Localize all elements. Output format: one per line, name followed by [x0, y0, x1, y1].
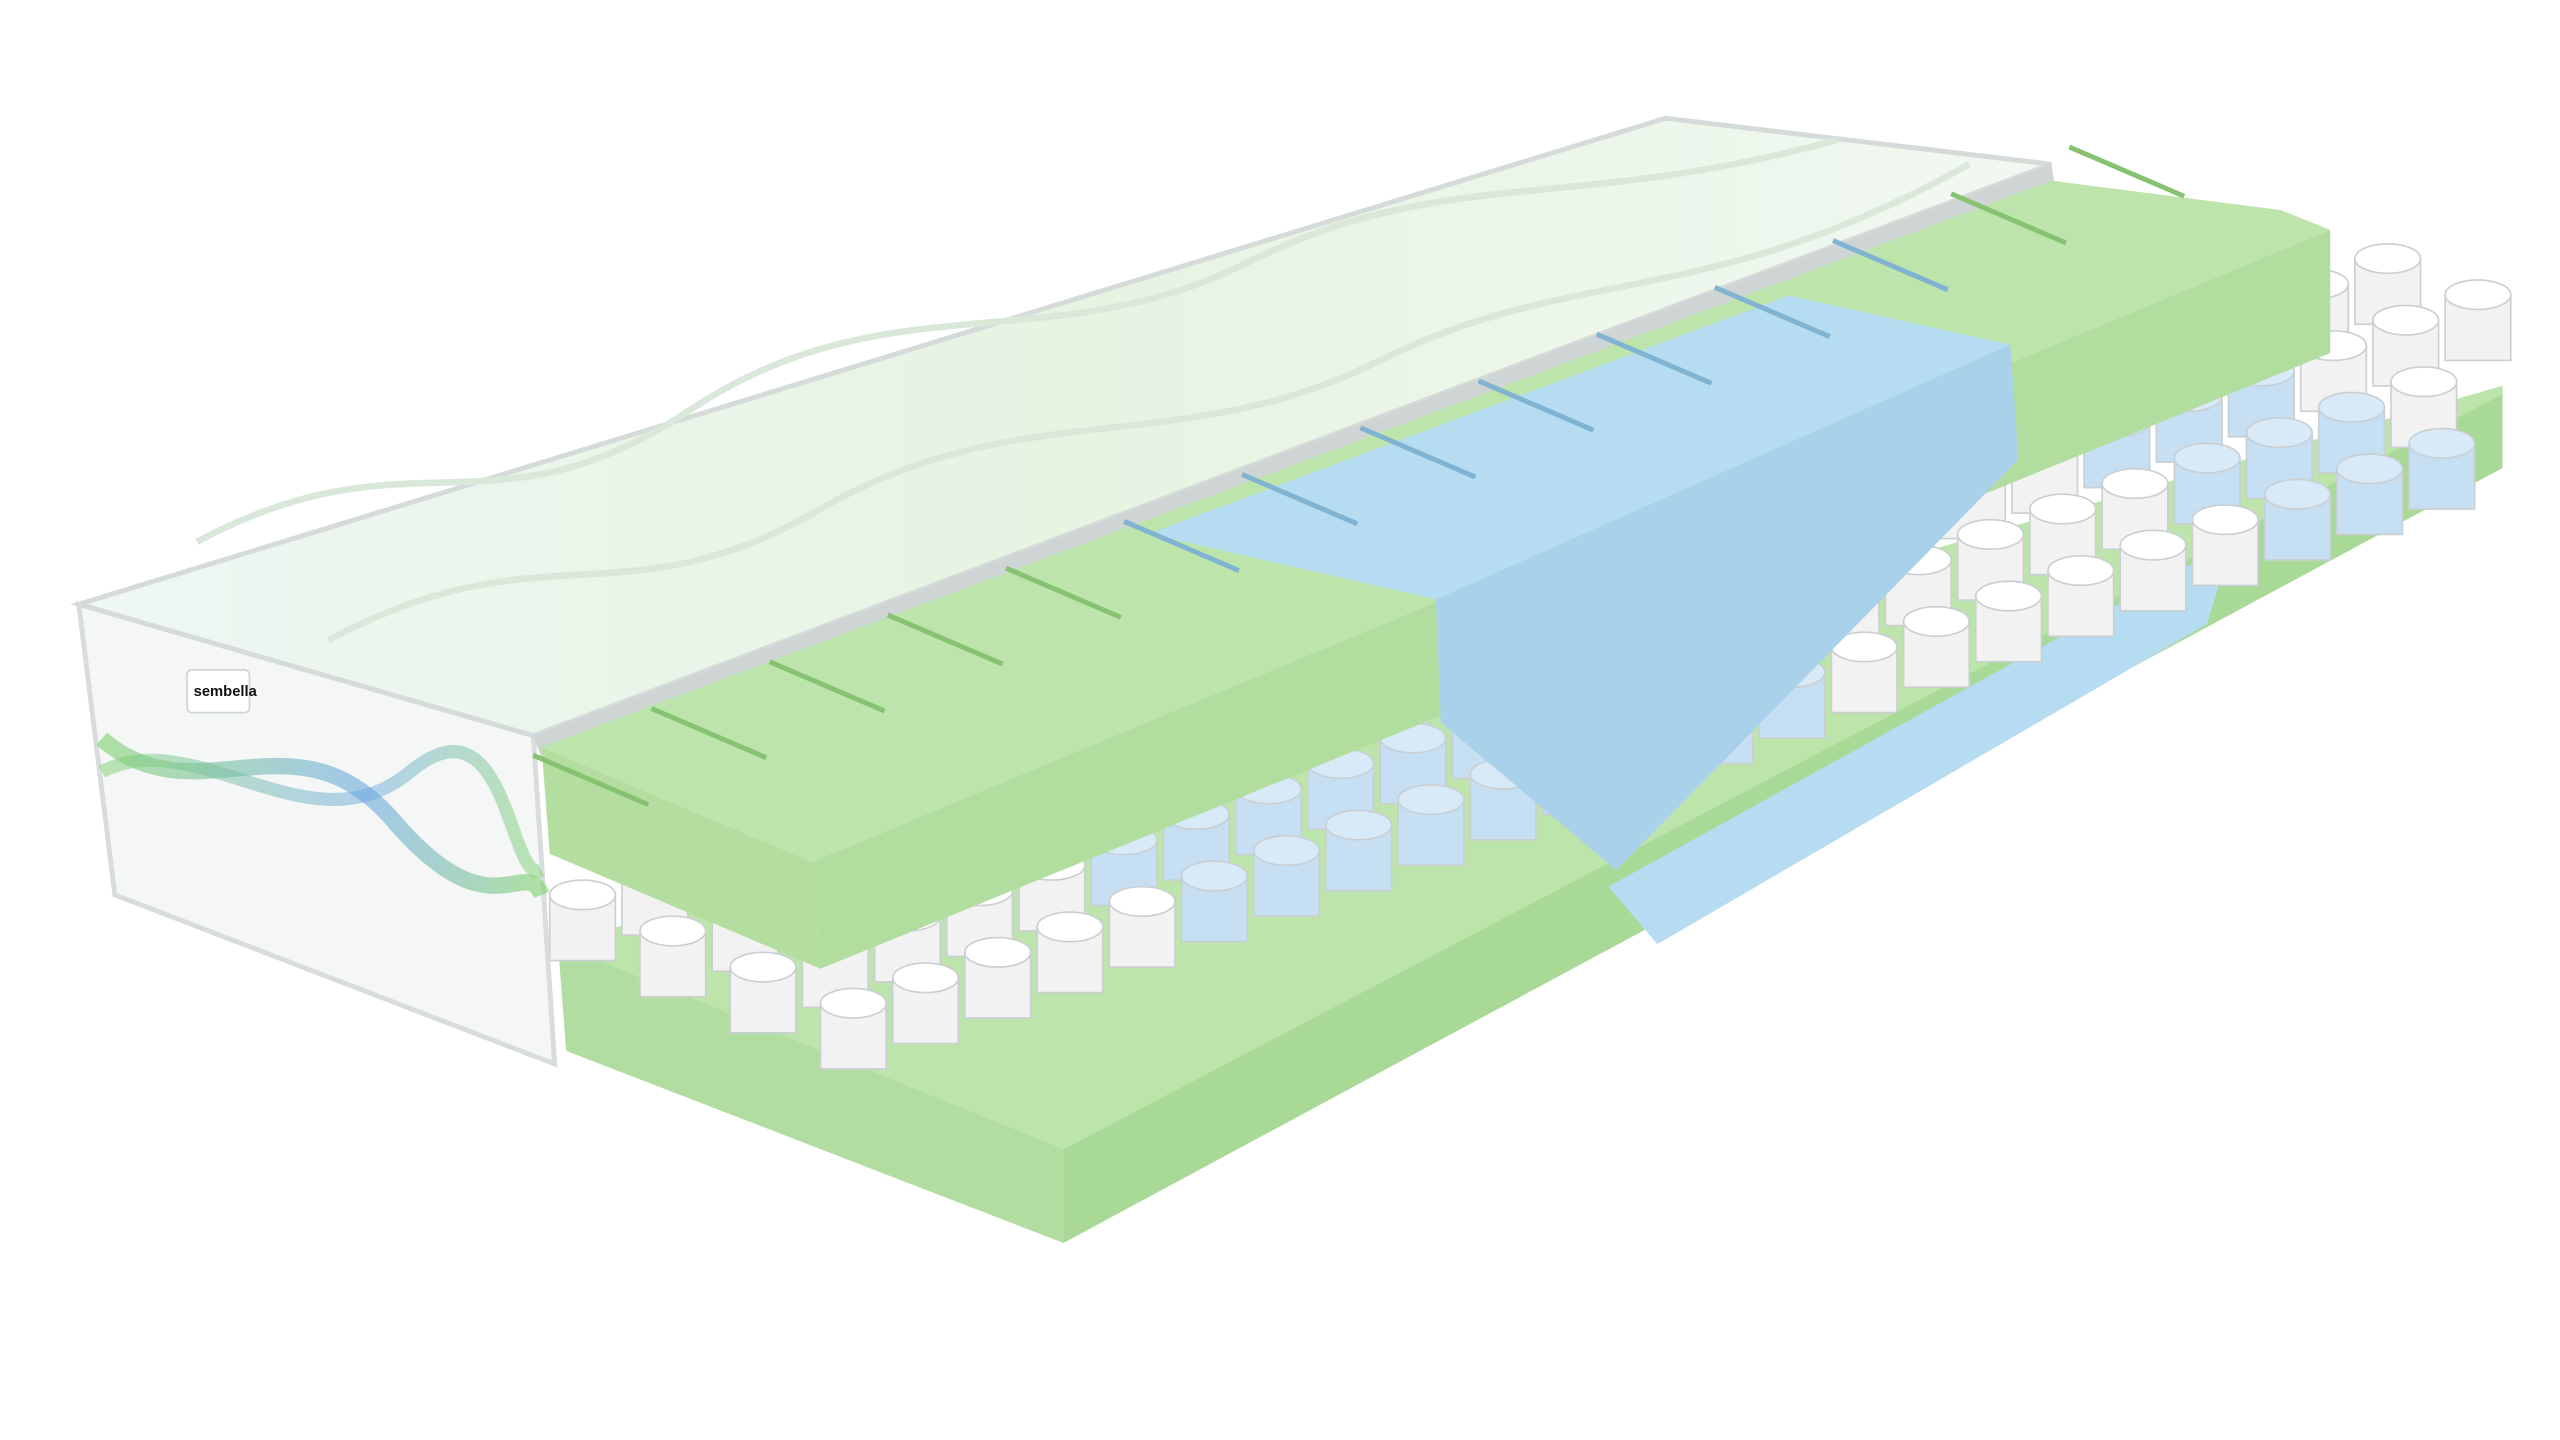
pocket-spring	[891, 962, 960, 1045]
pocket-spring	[1036, 911, 1104, 994]
pocket-spring	[1252, 834, 1321, 918]
foam-groove	[1123, 519, 1240, 573]
foam-groove	[1004, 565, 1122, 620]
pocket-spring	[1902, 605, 1971, 688]
foam-groove	[1477, 378, 1595, 433]
pocket-spring	[819, 987, 887, 1070]
foam-groove	[1359, 425, 1477, 480]
pocket-spring	[2263, 478, 2332, 561]
pocket-spring	[1108, 885, 1176, 968]
pocket-spring	[2047, 554, 2115, 638]
pocket-spring	[548, 879, 617, 962]
brand-label-tag	[186, 669, 251, 714]
foam-groove	[1950, 191, 2068, 246]
bottom-foam-blue-zone	[1608, 541, 2232, 945]
pocket-spring	[1397, 784, 1465, 867]
top-foam-layer	[532, 144, 2331, 969]
pocket-spring	[1830, 631, 1898, 714]
pocket-spring	[1974, 580, 2043, 663]
pocket-spring	[729, 951, 797, 1034]
foam-groove	[1241, 472, 1359, 527]
foam-groove	[532, 753, 650, 807]
pocket-spring	[964, 936, 1032, 1019]
foam-groove	[1832, 238, 1949, 293]
pocket-spring	[2336, 453, 2404, 536]
pocket-spring	[2444, 279, 2512, 362]
foam-groove	[1713, 285, 1831, 339]
brand-logo-text: sembella	[194, 684, 258, 700]
foam-groove	[768, 659, 886, 714]
pocket-spring	[639, 915, 707, 998]
foam-groove	[1595, 331, 1713, 386]
pocket-spring	[2408, 427, 2476, 510]
foam-grooves	[532, 144, 2186, 807]
foam-groove	[650, 706, 768, 761]
foam-groove	[2068, 144, 2186, 199]
top-foam-blue-zone	[1148, 295, 2011, 600]
pocket-spring	[2119, 529, 2187, 612]
pocket-spring	[1325, 809, 1393, 892]
pocket-spring	[1180, 860, 1248, 943]
foam-groove	[886, 612, 1004, 667]
pocket-spring	[2191, 504, 2259, 587]
